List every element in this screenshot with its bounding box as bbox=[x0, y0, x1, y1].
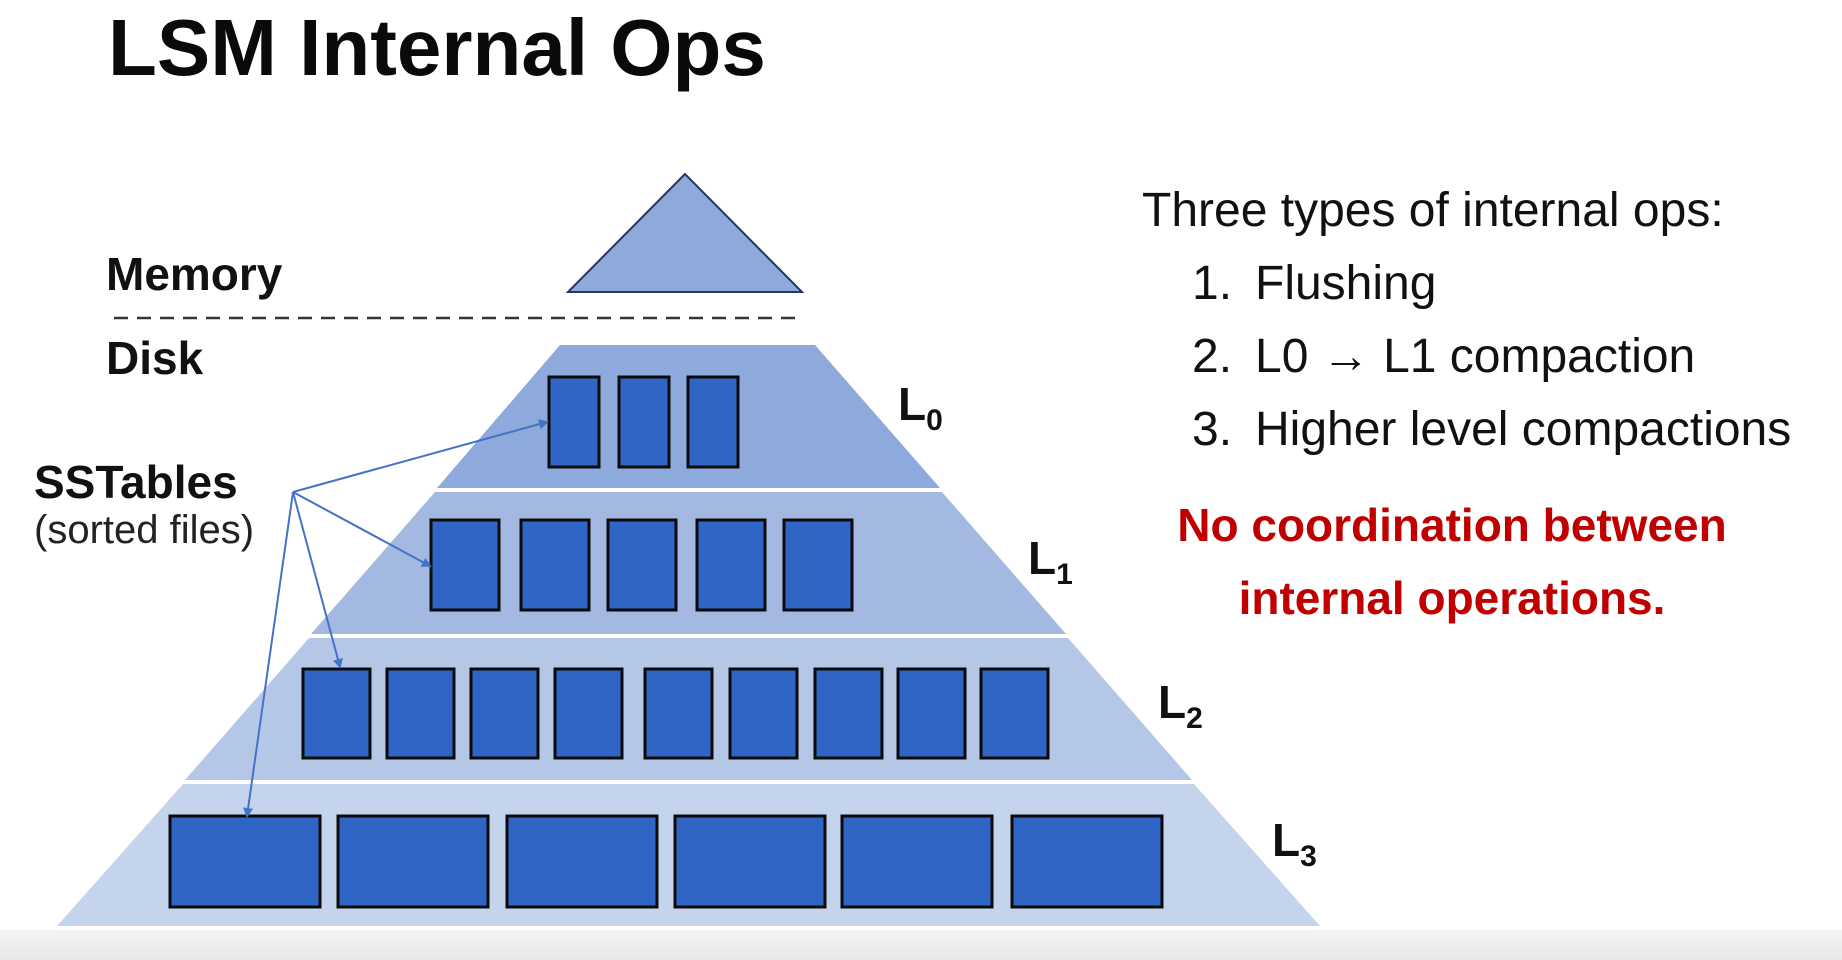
sstable-file bbox=[553, 667, 624, 760]
ops-item-text: Higher level compactions bbox=[1255, 403, 1792, 456]
sstable-file bbox=[840, 814, 994, 909]
sstable-file bbox=[896, 667, 967, 760]
sstable-pointer-arrow bbox=[243, 491, 294, 818]
bottom-strip bbox=[0, 930, 1842, 960]
ops-item-number: 2. bbox=[1192, 330, 1233, 383]
level-label-l2: L2 bbox=[1158, 676, 1203, 735]
sstable-pointer-arrow bbox=[292, 491, 432, 567]
level-label-l3: L3 bbox=[1272, 814, 1317, 873]
sstable-file bbox=[617, 375, 671, 469]
sstable-file bbox=[643, 667, 714, 760]
ops-panel: Three types of internal ops: 1. Flushing … bbox=[1142, 183, 1832, 635]
ops-list: 1. Flushing 2. L0 → L1 compaction 3. Higher… bbox=[1142, 256, 1832, 457]
ops-list-item: 3. Higher level compactions bbox=[1142, 402, 1832, 457]
sstable-file bbox=[673, 814, 827, 909]
ops-heading: Three types of internal ops: bbox=[1142, 184, 1724, 237]
ops-item-text: L0 → L1 compaction bbox=[1255, 330, 1696, 383]
sstable-file bbox=[505, 814, 659, 909]
sstables-sublabel: (sorted files) bbox=[34, 508, 255, 552]
coordination-note: No coordination between internal operati… bbox=[1142, 489, 1762, 635]
ops-item-text: Flushing bbox=[1255, 257, 1437, 310]
sstable-file bbox=[1010, 814, 1164, 909]
level-label-l1: L1 bbox=[1028, 532, 1073, 591]
sstable-file bbox=[301, 667, 372, 760]
sstable-file bbox=[429, 518, 501, 612]
coordination-note-line: No coordination between bbox=[1177, 499, 1727, 551]
sstable-pointer-arrow bbox=[292, 419, 549, 493]
sstable-file bbox=[728, 667, 799, 760]
sstable-file bbox=[519, 518, 591, 612]
ops-list-item: 1. Flushing bbox=[1142, 256, 1832, 311]
ops-item-number: 3. bbox=[1192, 403, 1233, 456]
ops-item-number: 1. bbox=[1192, 257, 1233, 310]
sstable-file bbox=[168, 814, 322, 909]
sstable-file bbox=[606, 518, 678, 612]
ops-list-item: 2. L0 → L1 compaction bbox=[1142, 329, 1832, 384]
sstable-file bbox=[385, 667, 456, 760]
sstable-file bbox=[547, 375, 601, 469]
memtable-triangle bbox=[565, 172, 805, 293]
memory-label: Memory bbox=[106, 248, 283, 300]
sstable-file bbox=[686, 375, 740, 469]
page-title: LSM Internal Ops bbox=[108, 3, 766, 92]
sstable-pointer-arrow bbox=[292, 491, 343, 669]
coordination-note-line: internal operations. bbox=[1238, 572, 1666, 624]
level-label-l0: L0 bbox=[898, 378, 943, 437]
sstable-file bbox=[469, 667, 540, 760]
sstable-file bbox=[813, 667, 884, 760]
sstable-file bbox=[782, 518, 854, 612]
sstable-file bbox=[336, 814, 490, 909]
disk-label: Disk bbox=[106, 332, 204, 384]
sstable-file bbox=[695, 518, 767, 612]
sstables-label: SSTables bbox=[34, 456, 238, 508]
sstable-file bbox=[979, 667, 1050, 760]
